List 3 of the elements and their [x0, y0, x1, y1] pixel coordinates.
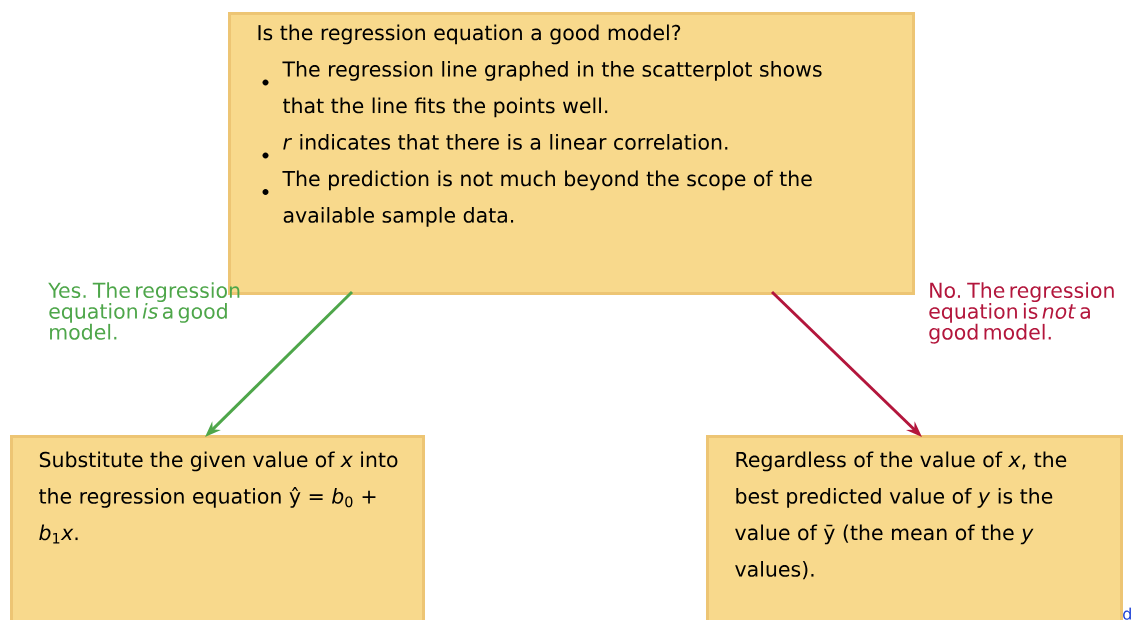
edge-label: No. The regression equation is not a good model. — [929, 282, 1114, 344]
result-box: Regardless of the value of x, the best predicted value of y is the value of ȳ (the mean of the y values). — [706, 435, 1123, 620]
result-box: Substitute the given value of x into the regression equation ŷ = b$_{0}$ + b$_{1}$x. — [10, 435, 425, 620]
